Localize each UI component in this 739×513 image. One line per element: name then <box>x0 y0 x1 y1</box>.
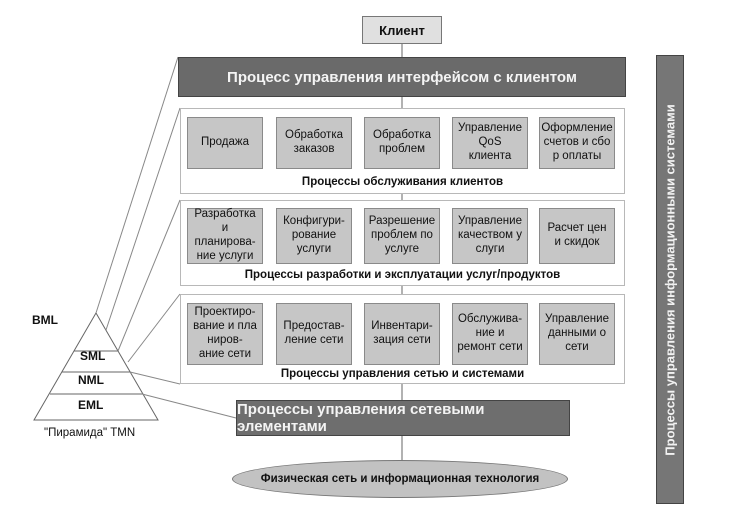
process-box: Управление данными о сети <box>539 303 615 365</box>
process-box: Управление QoS клиента <box>452 117 528 169</box>
process-box: Расчет цен и скидок <box>539 208 615 264</box>
information-systems-bar: Процессы управления информационными сист… <box>656 55 684 504</box>
pyramid-level-nml: NML <box>78 373 104 387</box>
process-box: Конфигури- рование услуги <box>276 208 352 264</box>
service-development-panel: Разработка и планирова- ние услуги Конфи… <box>180 200 625 286</box>
network-elements-band: Процессы управления сетевыми элементами <box>236 400 570 436</box>
pyramid-level-sml: SML <box>80 349 106 363</box>
physical-network-ellipse: Физическая сеть и информационная техноло… <box>232 460 568 498</box>
process-box: Обработка заказов <box>276 117 352 169</box>
customer-care-panel: Продажа Обработка заказов Обработка проб… <box>180 108 625 194</box>
process-box: Обслужива- ние и ремонт сети <box>452 303 528 365</box>
customer-care-caption: Процессы обслуживания клиентов <box>301 176 504 188</box>
client-box: Клиент <box>362 16 442 44</box>
process-box: Продажа <box>187 117 263 169</box>
process-box: Инвентари- зация сети <box>364 303 440 365</box>
pyramid-level-eml: EML <box>78 398 104 412</box>
service-development-caption: Процессы разработки и эксплуатации услуг… <box>244 269 561 281</box>
process-box: Предостав- ление сети <box>276 303 352 365</box>
customer-interface-band: Процесс управления интерфейсом с клиенто… <box>178 57 626 97</box>
pyramid-caption: "Пирамида" TMN <box>44 427 136 439</box>
process-box: Обработка проблем <box>364 117 440 169</box>
process-box: Проектиро- вание и пла ниров- ание сети <box>187 303 263 365</box>
process-box: Разработка и планирова- ние услуги <box>187 208 263 264</box>
process-box: Управление качеством у слуги <box>452 208 528 264</box>
information-systems-label: Процессы управления информационными сист… <box>662 103 678 456</box>
process-box: Разрешение проблем по услуге <box>364 208 440 264</box>
process-box: Оформление счетов и сбо р оплаты <box>539 117 615 169</box>
pyramid-level-bml: BML <box>32 313 58 327</box>
network-management-caption: Процессы управления сетью и системами <box>280 368 525 380</box>
network-management-panel: Проектиро- вание и пла ниров- ание сети … <box>180 294 625 384</box>
